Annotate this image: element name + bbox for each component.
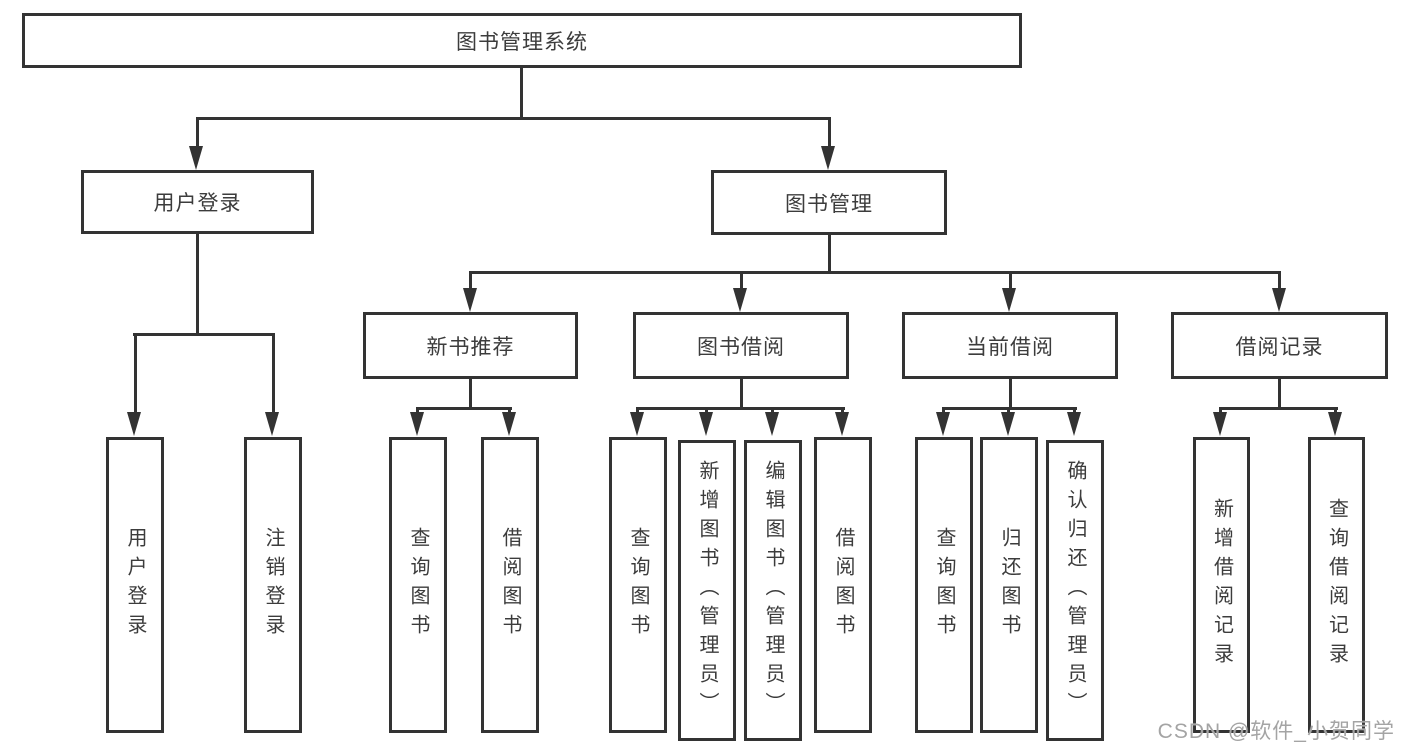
- connector-drop-record: [1278, 271, 1281, 293]
- node-label: 用户登录: [153, 192, 242, 215]
- leaf-logout: 注销登录: [244, 437, 302, 733]
- connector-drop-rec: [469, 271, 472, 293]
- arrowhead-cur-query-icon: [936, 412, 950, 436]
- arrowhead-rec-query-icon: [410, 412, 424, 436]
- leaf-confirm-return-admin: 确认归还（管理员）: [1046, 440, 1104, 741]
- node-label: 图书借阅: [697, 335, 785, 359]
- leaf-borrow-query-books: 查询图书: [609, 437, 667, 733]
- arrowhead-rec2-query-icon: [1328, 412, 1342, 436]
- arrowhead-login-logout-icon: [265, 412, 279, 436]
- arrowhead-borrow-query-icon: [630, 412, 644, 436]
- arrowhead-borrow-lend-icon: [835, 412, 849, 436]
- leaf-query-borrow-record: 查询借阅记录: [1308, 437, 1365, 733]
- connector-rec-down: [469, 379, 472, 410]
- arrowhead-login-user-icon: [127, 412, 141, 436]
- arrowhead-rec-borrow-icon: [502, 412, 516, 436]
- arrowhead-login-icon: [189, 146, 203, 170]
- connector-drop-login: [196, 117, 199, 155]
- connector-mgmt-horizontal: [469, 271, 1281, 274]
- connector-borrow-down: [740, 379, 743, 410]
- node-label: 注销登录: [262, 527, 284, 643]
- node-current-borrowing: 当前借阅: [902, 312, 1118, 379]
- node-label: 查询借阅记录: [1325, 498, 1348, 672]
- node-book-management: 图书管理: [711, 170, 947, 235]
- connector-rec-horizontal: [417, 407, 512, 410]
- arrowhead-rec2-add-icon: [1213, 412, 1227, 436]
- node-label: 新书推荐: [426, 335, 515, 359]
- leaf-add-borrow-record: 新增借阅记录: [1193, 437, 1250, 733]
- arrowhead-current-icon: [1002, 288, 1016, 312]
- leaf-borrow-books: 借阅图书: [814, 437, 872, 733]
- node-book-borrowing: 图书借阅: [633, 312, 849, 379]
- node-label: 编辑图书（管理员）: [762, 460, 784, 721]
- leaf-rec-borrow-books: 借阅图书: [481, 437, 539, 733]
- connector-record-down: [1278, 379, 1281, 410]
- node-label: 借阅图书: [832, 527, 854, 643]
- leaf-add-books-admin: 新增图书（管理员）: [678, 440, 736, 741]
- node-label: 图书管理: [785, 192, 873, 216]
- node-library-management-system: 图书管理系统: [22, 13, 1022, 68]
- csdn-watermark: CSDN @软件_小贺同学: [1157, 720, 1395, 743]
- node-label: 新增图书（管理员）: [696, 460, 718, 721]
- node-label: 用户登录: [124, 527, 146, 643]
- node-label: 当前借阅: [966, 335, 1054, 359]
- connector-drop-login-user: [134, 333, 137, 417]
- node-label: 图书管理系统: [456, 30, 588, 54]
- arrowhead-mgmt-icon: [821, 146, 835, 170]
- connector-level1-horizontal: [196, 117, 831, 120]
- leaf-user-login: 用户登录: [106, 437, 164, 733]
- node-label: 借阅记录: [1235, 335, 1324, 359]
- node-label: 查询图书: [407, 527, 429, 643]
- node-new-book-recommendation: 新书推荐: [363, 312, 578, 379]
- leaf-cur-query-books: 查询图书: [915, 437, 973, 733]
- node-label: 查询图书: [933, 527, 955, 643]
- arrowhead-borrow-icon: [733, 288, 747, 312]
- connector-record-horizontal: [1220, 407, 1338, 410]
- node-label: 借阅图书: [499, 527, 521, 643]
- arrowhead-borrow-edit-icon: [765, 412, 779, 436]
- node-label: 查询图书: [627, 527, 649, 643]
- connector-drop-mgmt: [828, 117, 831, 155]
- connector-drop-login-logout: [272, 333, 275, 417]
- connector-login-horizontal: [133, 333, 275, 336]
- arrowhead-cur-confirm-icon: [1067, 412, 1081, 436]
- node-label: 归还图书: [998, 527, 1020, 643]
- arrowhead-record-icon: [1272, 288, 1286, 312]
- node-label: 确认归还（管理员）: [1064, 460, 1086, 721]
- leaf-return-books: 归还图书: [980, 437, 1038, 733]
- connector-current-horizontal: [943, 407, 1077, 410]
- node-label: 新增借阅记录: [1210, 498, 1233, 672]
- node-user-login: 用户登录: [81, 170, 314, 234]
- node-borrowing-records: 借阅记录: [1171, 312, 1388, 379]
- arrowhead-rec-icon: [463, 288, 477, 312]
- connector-current-down: [1009, 379, 1012, 410]
- connector-root-down: [520, 66, 523, 120]
- leaf-rec-query-books: 查询图书: [389, 437, 447, 733]
- arrowhead-borrow-add-icon: [699, 412, 713, 436]
- connector-login-down: [196, 234, 199, 335]
- connector-drop-borrow: [740, 271, 743, 293]
- arrowhead-cur-return-icon: [1001, 412, 1015, 436]
- connector-borrow-horizontal: [637, 407, 845, 410]
- leaf-edit-books-admin: 编辑图书（管理员）: [744, 440, 802, 741]
- connector-drop-current: [1009, 271, 1012, 293]
- connector-mgmt-down: [828, 235, 831, 274]
